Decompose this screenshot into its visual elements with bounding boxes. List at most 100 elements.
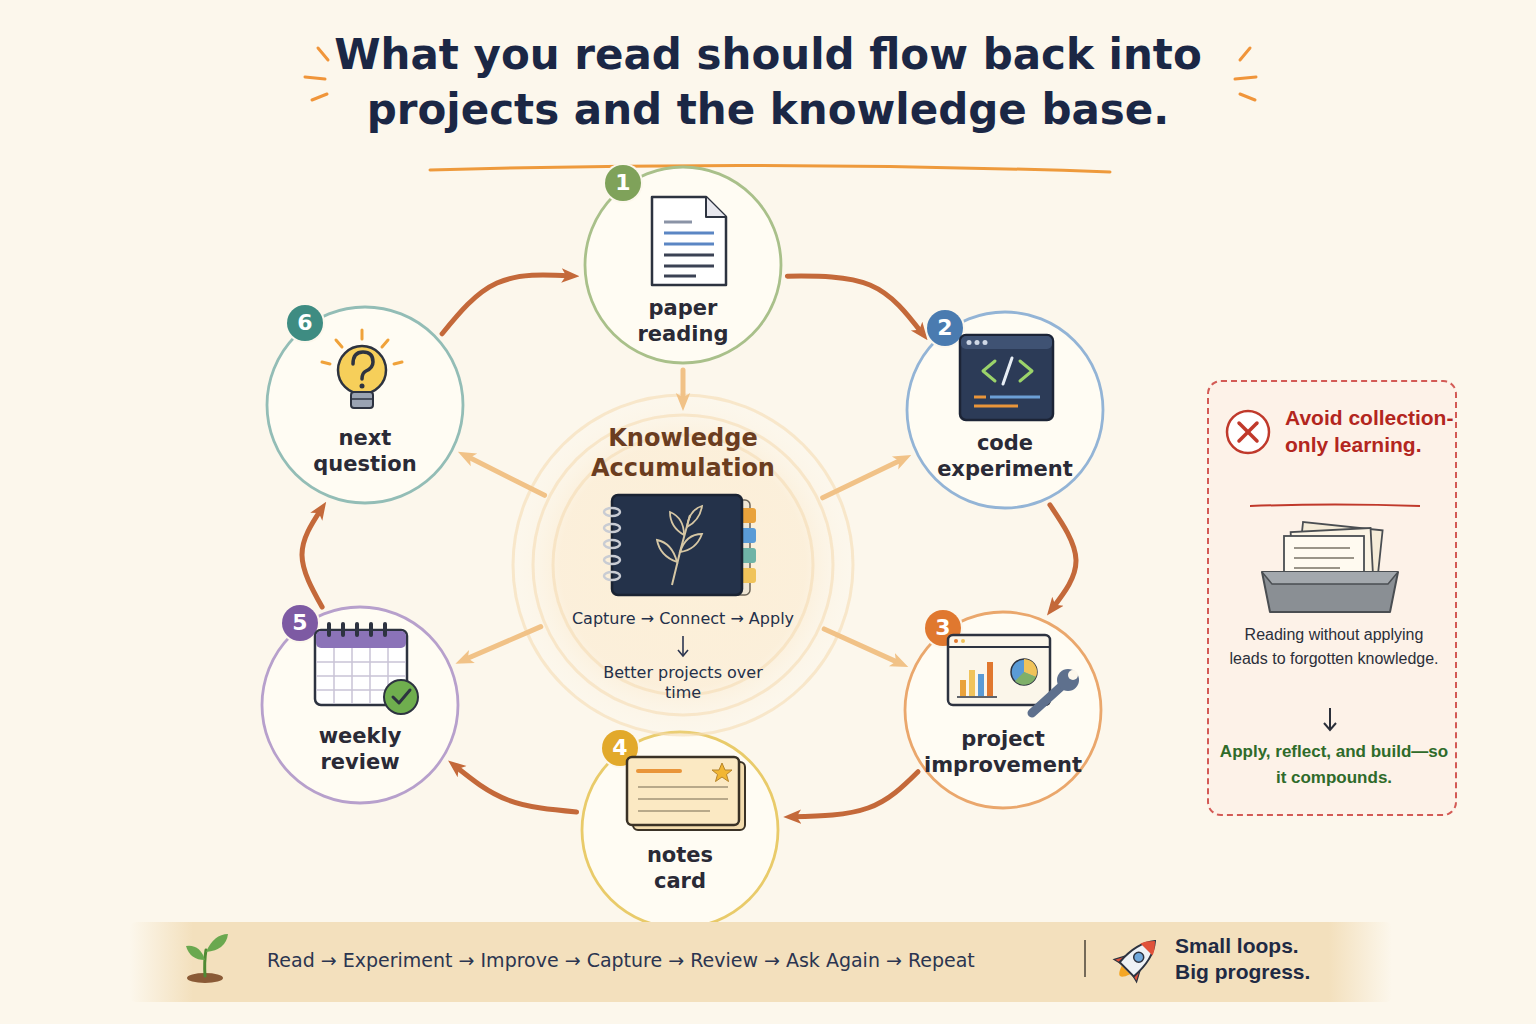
- chart-wrench-icon: [1068, 670, 1078, 680]
- lightbulb-icon: [382, 340, 388, 347]
- down-arrow: [1329, 708, 1331, 729]
- calendar-icon: [316, 689, 406, 691]
- notebook-icon: [604, 572, 620, 580]
- notebook-icon: [604, 556, 620, 564]
- title-underline: [430, 165, 1110, 172]
- chart-wrench-icon: [948, 635, 1079, 713]
- step-number: 3: [925, 610, 961, 646]
- calendar-icon: [316, 631, 406, 648]
- code-window-icon: [960, 335, 1053, 420]
- chart-wrench-icon: [1024, 659, 1037, 677]
- chart-wrench-icon: [954, 639, 958, 643]
- chart-wrench-icon: [1015, 672, 1036, 685]
- document-icon: [664, 254, 714, 257]
- notebook-icon: [740, 548, 756, 563]
- warning-x-icon: [1227, 411, 1269, 453]
- code-window-icon: [983, 361, 995, 381]
- paper-tray-icon: [1284, 536, 1364, 590]
- notebook-icon: [604, 540, 620, 548]
- step-circle: 5 weekly review: [260, 605, 460, 805]
- calendar-icon: [351, 648, 353, 704]
- node-label: weekly review: [295, 723, 425, 776]
- chart-wrench-icon: [1011, 659, 1037, 685]
- code-window-icon: [1003, 358, 1012, 384]
- calendar-icon: [315, 630, 407, 705]
- warning-x-icon: [1239, 423, 1257, 441]
- code-window-icon: [1020, 361, 1032, 381]
- summary-band: Read → Experiment → Improve → Capture → …: [130, 922, 1392, 1002]
- calendar-icon: [327, 622, 331, 637]
- node-label: paper reading: [623, 295, 743, 348]
- calendar-icon: [393, 690, 410, 703]
- chart-wrench-icon: [960, 680, 966, 696]
- code-window-icon: [990, 396, 1040, 399]
- cycle-arrow: [442, 275, 570, 334]
- notebook-icon: [672, 515, 690, 585]
- calendar-icon: [383, 622, 387, 637]
- down-arrow: [1324, 723, 1336, 730]
- lightbulb-icon: [394, 362, 402, 364]
- paper-tray-icon: [1294, 547, 1350, 549]
- node-label: next question: [295, 425, 435, 478]
- diagram-title: What you read should flow back into proj…: [268, 28, 1268, 137]
- lightbulb-icon: [351, 392, 373, 408]
- title-spark: [1240, 94, 1255, 100]
- hub-ring: [513, 395, 853, 735]
- note-card-icon: [638, 786, 728, 788]
- paper-tray-icon: [1294, 567, 1340, 569]
- sprout-icon: [186, 934, 228, 983]
- sprout-icon: [186, 946, 205, 960]
- code-window-icon: [967, 340, 972, 345]
- band-separator: [1085, 940, 1086, 977]
- chart-wrench-icon: [1032, 684, 1064, 713]
- node-label: Capture → Connect → Apply: [533, 609, 833, 629]
- calendar-icon: [316, 675, 406, 677]
- document-icon: [664, 221, 692, 224]
- code-window-icon: [983, 340, 988, 345]
- notebook-icon: [657, 540, 677, 562]
- calendar-icon: [387, 648, 389, 704]
- chart-wrench-icon: [961, 639, 965, 643]
- step-circle: 3project improvement: [903, 610, 1103, 810]
- sprout-icon: [206, 934, 228, 952]
- hub-glow: [508, 390, 858, 740]
- notebook-icon: [604, 508, 620, 516]
- calendar-icon: [369, 622, 373, 637]
- calendar-icon: [315, 622, 418, 714]
- lightbulb-icon: [361, 330, 364, 339]
- chart-wrench-icon: [948, 635, 1050, 705]
- calendar-icon: [384, 680, 418, 714]
- node-label: Avoid collection-only learning.: [1285, 404, 1455, 459]
- paper-tray-icon: [1262, 572, 1398, 584]
- chart-wrench-icon: [957, 696, 997, 698]
- lightbulb-icon: [322, 362, 330, 364]
- document-icon: [664, 243, 714, 246]
- step-circle: 6next question: [265, 305, 465, 505]
- paper-tray-icon: [1297, 522, 1382, 584]
- notebook-icon: [604, 524, 620, 532]
- spoke-arrow: [466, 456, 545, 496]
- notebook-icon: [604, 495, 756, 595]
- hub-ring: [533, 415, 833, 715]
- note-card-icon: [627, 757, 739, 825]
- sprout-icon: [187, 973, 223, 983]
- code-window-icon: [960, 335, 1053, 420]
- step-number: 5: [282, 605, 318, 641]
- calendar-icon: [333, 648, 335, 704]
- step-number: 1: [605, 165, 641, 201]
- cycle-arrow: [787, 276, 922, 333]
- title-underline: [430, 165, 1110, 172]
- note-card-icon: [633, 762, 745, 830]
- spoke-arrow: [824, 629, 900, 663]
- spoke-arrow: [681, 370, 686, 402]
- sprout-icon: [205, 950, 206, 976]
- document-icon: [664, 232, 714, 235]
- chart-wrench-icon: [978, 674, 984, 696]
- title-spark: [312, 94, 327, 100]
- note-card-icon: [638, 798, 728, 800]
- chart-wrench-icon: [969, 670, 975, 696]
- node-label: notes card: [625, 842, 735, 895]
- node-label: Apply, reflect, and build—so it compound…: [1219, 739, 1449, 790]
- lightbulb-icon: [360, 384, 365, 389]
- node-label: Knowledge Accumulation: [573, 423, 793, 483]
